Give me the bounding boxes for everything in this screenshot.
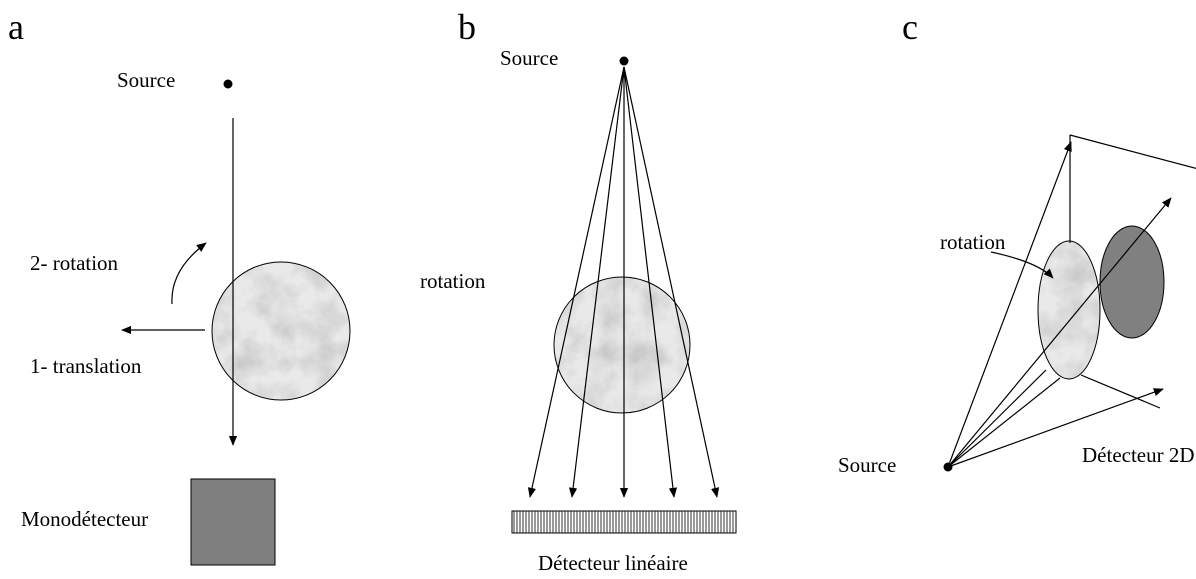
panel-a-letter: a (8, 7, 24, 47)
panel-c-ray-sample-mid (947, 377, 1061, 468)
panel-b-detector-label: Détecteur linéaire (538, 551, 688, 575)
panel-a-rotation-label: 2- rotation (30, 251, 119, 275)
panel-b-fan-beam (527, 66, 720, 498)
panel-c-letter: c (902, 7, 918, 47)
panel-a-detector-label: Monodétecteur (21, 507, 148, 531)
panel-a-rotation-arrow (171, 242, 207, 305)
panel-b-linear-detector (511, 510, 737, 534)
panel-a-sample (211, 261, 351, 401)
panel-c: c rotation Source Détecteur 2D (838, 7, 1196, 477)
panel-c-ray-top (947, 141, 1072, 468)
panel-b-ray-2 (568, 66, 625, 498)
panel-b: b Source rotation Détecteur linéaire (420, 7, 737, 575)
panel-b-source-point (619, 56, 629, 66)
panel-a: a Source 2- rotation 1- translation Mono… (8, 7, 351, 566)
panel-a-source-label: Source (117, 68, 175, 92)
panel-b-ray-4 (623, 66, 678, 498)
panel-b-ray-1 (527, 66, 625, 498)
panel-a-monodetector (190, 478, 276, 566)
panel-b-source-label: Source (500, 46, 558, 70)
panel-c-cone-beam (947, 141, 1172, 468)
panel-c-source-point (943, 462, 953, 472)
panel-c-ray-center (947, 197, 1172, 468)
panel-c-projection-shadow (1099, 225, 1165, 339)
panel-c-rotation-arrow (990, 251, 1054, 279)
panel-c-sample (1037, 240, 1101, 380)
panel-a-source-point (223, 79, 233, 89)
panel-b-rotation-label: rotation (420, 269, 486, 293)
panel-c-source-label: Source (838, 453, 896, 477)
panel-c-ray-bottom (947, 388, 1164, 468)
panel-a-translation-label: 1- translation (30, 354, 142, 378)
panel-c-detector-plane (1069, 134, 1196, 170)
panel-c-detector-label: Détecteur 2D (1082, 443, 1195, 467)
panel-b-letter: b (458, 7, 476, 47)
panel-b-ray-5 (623, 66, 720, 498)
panel-c-ray-sample-bottom (947, 369, 1047, 468)
panel-c-sample-edge (1080, 374, 1161, 409)
panel-c-rotation-label: rotation (940, 230, 1006, 254)
panel-b-sample (553, 276, 691, 414)
